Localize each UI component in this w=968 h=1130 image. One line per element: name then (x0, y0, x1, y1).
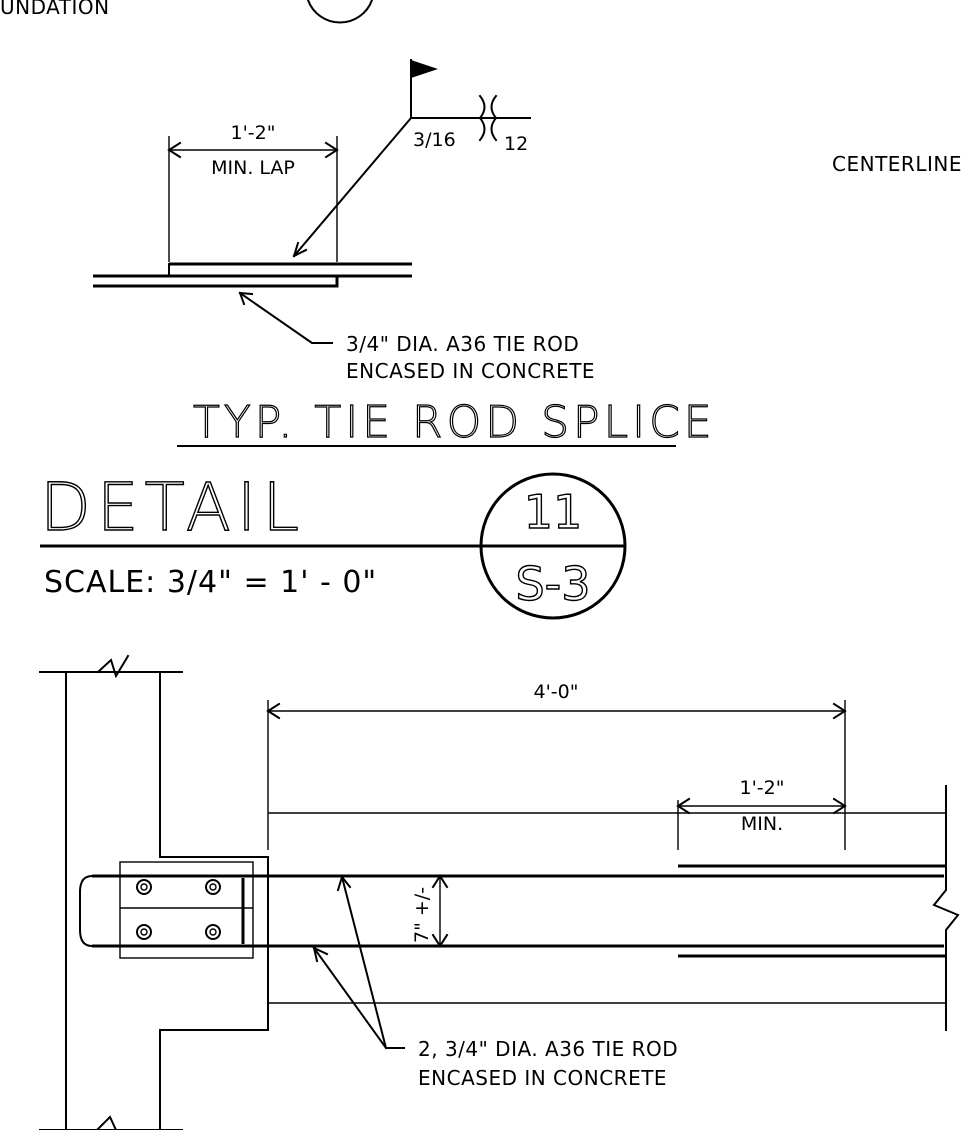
centerline-label: CENTERLINE (832, 152, 962, 176)
overall-dimension-value: 4'-0" (534, 681, 579, 703)
plan-callout-leader-top (340, 875, 405, 1049)
tie-rod-callout-leader (238, 291, 333, 344)
bolt-icon (205, 924, 221, 940)
bolt-icon (136, 879, 152, 895)
plan-callout-leader-bottom (312, 946, 388, 1050)
plan-lap-dimension-value: 1'-2" (740, 777, 785, 799)
bolt-hole-icon (140, 928, 148, 936)
rod-spacing-value: 7" +/- (411, 887, 433, 943)
right-break-line-icon (932, 785, 960, 1031)
bolt-icon (136, 924, 152, 940)
lap-dimension-value: 1'-2" (231, 122, 276, 144)
bolt-hole-icon (209, 928, 217, 936)
tie-rod-anchor-plan: 4'-0" 1'-2" MIN. 7" +/- 2, 3/4" DIA. A36… (39, 654, 960, 1130)
weld-leader-arrow-icon (292, 241, 308, 258)
bolt-hole-icon (209, 883, 217, 891)
plan-lap-dimension-arrows-icon (676, 797, 847, 815)
weld-size-label: 3/16 (413, 129, 456, 151)
weld-intermittent-symbol-2 (490, 94, 498, 142)
foundation-fragment-label: UNDATION (0, 0, 110, 19)
anchor-plate (119, 861, 254, 959)
lap-dimension-arrows-icon (167, 141, 339, 159)
rod-spacing-arrows-icon (431, 874, 449, 948)
previous-detail-circle-fragment (306, 0, 374, 24)
weld-intermittent-symbol (478, 94, 486, 142)
plan-callout-line-1: 2, 3/4" DIA. A36 TIE ROD (418, 1037, 678, 1061)
field-weld-flag-icon (411, 60, 438, 78)
tie-rod-splice-detail: 3/16 12 1'-2" MIN. LAP 3/4" DIA. A36 TIE… (93, 59, 716, 449)
wall-top-break-icon (96, 654, 130, 679)
tie-rod-callout-arrow-icon (238, 291, 254, 306)
detail-number: 11 (524, 485, 583, 539)
bolt-icon (205, 879, 221, 895)
weld-pitch-label: 12 (504, 133, 528, 155)
overall-dimension-arrows-icon (266, 702, 847, 720)
plan-lap-dimension-note: MIN. (741, 813, 783, 835)
tie-rod-hairpin-end (79, 874, 94, 948)
plan-callout-line-2: ENCASED IN CONCRETE (418, 1066, 667, 1090)
plan-callout-arrows-icon (312, 875, 352, 963)
lap-dimension-note: MIN. LAP (211, 157, 295, 179)
tie-rod-lower-edge (93, 276, 339, 288)
detail-scale: SCALE: 3/4" = 1' - 0" (44, 565, 377, 600)
detail-callout-circle (479, 472, 627, 620)
bolt-hole-icon (140, 883, 148, 891)
weld-leader-line (292, 116, 413, 258)
deadman-outline (159, 671, 269, 1130)
wall-bottom-break-icon (95, 1115, 118, 1130)
detail-title-block: DETAIL SCALE: 3/4" = 1' - 0" 11 S-3 (39, 468, 627, 620)
tie-rod-callout-line-2: ENCASED IN CONCRETE (346, 359, 595, 383)
splice-title: TYP. TIE ROD SPLICE (193, 397, 716, 448)
detail-sheet: S-3 (515, 557, 590, 611)
tie-rod-callout-line-1: 3/4" DIA. A36 TIE ROD (346, 332, 579, 356)
detail-heading: DETAIL (40, 469, 305, 546)
